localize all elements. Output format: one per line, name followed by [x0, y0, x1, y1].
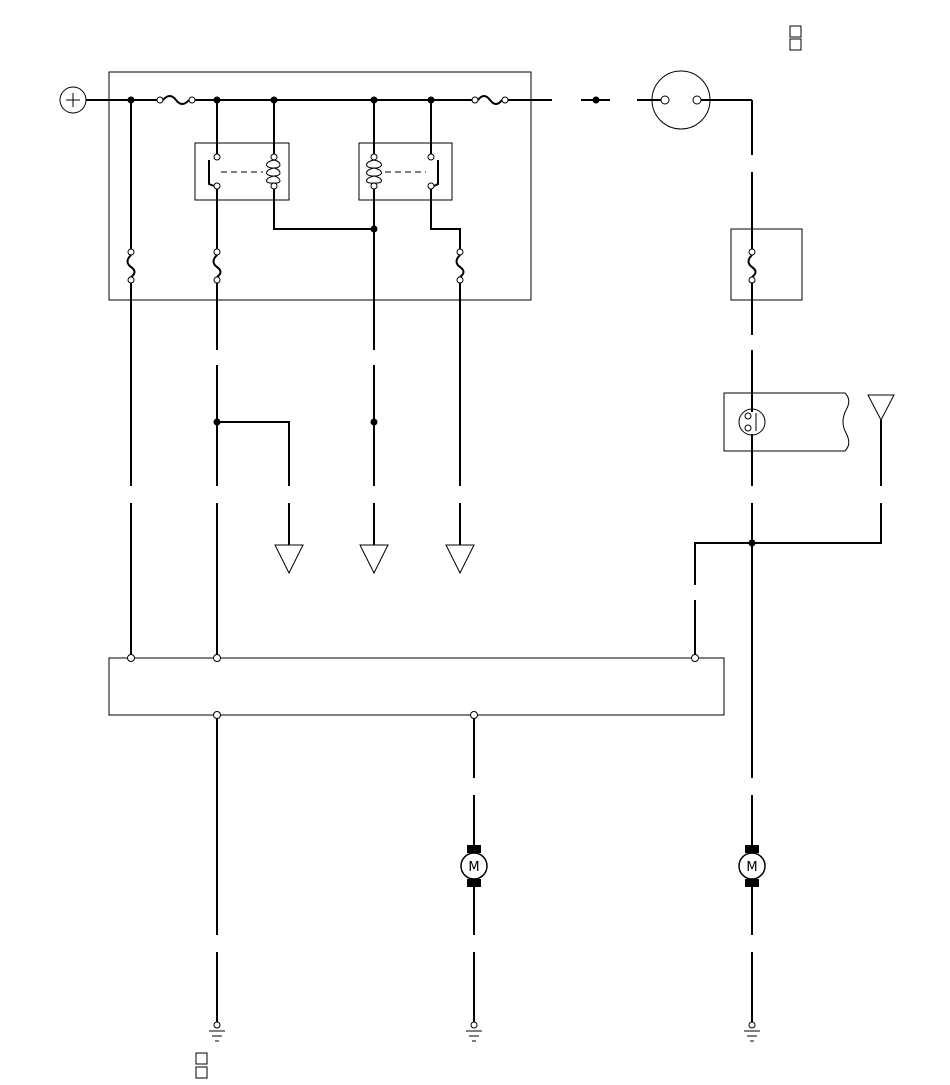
right-connector-box — [723, 392, 850, 452]
ground-1 — [209, 1021, 225, 1042]
relay-2 — [358, 100, 461, 350]
right-fuse-box — [730, 228, 803, 301]
ground-2 — [466, 1021, 482, 1042]
wire-run-left — [130, 365, 461, 655]
motor-2: M — [738, 845, 766, 887]
fuse-relay-box — [108, 71, 532, 301]
motor-2-label: M — [746, 860, 757, 875]
page-marker-bottom — [195, 1052, 208, 1079]
box-fuse-1 — [126, 100, 136, 486]
ground-3 — [744, 1021, 760, 1042]
antenna-terminal — [867, 394, 895, 422]
relay-1 — [194, 100, 374, 250]
motor-1: M — [460, 845, 488, 887]
control-module — [108, 654, 725, 719]
signal-terminals — [274, 544, 475, 575]
main-fuse-2 — [471, 95, 509, 105]
battery-positive-terminal — [59, 86, 87, 114]
wire-run-right — [694, 100, 882, 778]
main-fuse-1 — [156, 95, 196, 105]
box-fuse-2 — [212, 248, 222, 350]
wire-run-lower — [216, 718, 753, 1022]
page-marker-top — [789, 25, 802, 51]
motor-1-label: M — [468, 860, 479, 875]
box-fuse-3 — [455, 248, 465, 486]
connector-top — [637, 70, 752, 130]
